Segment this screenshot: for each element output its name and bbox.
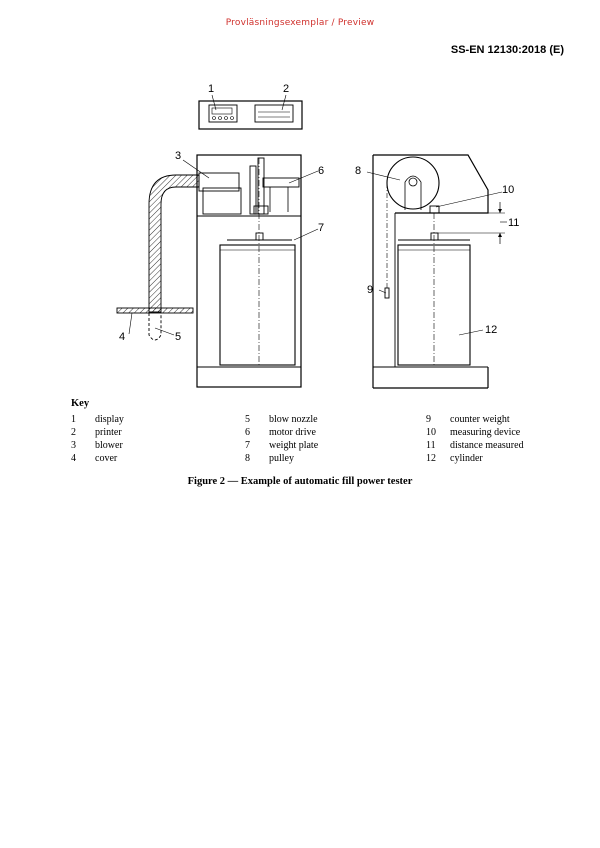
key-label: display [95, 414, 124, 425]
callout-2: 2 [283, 83, 289, 95]
figure-caption: Figure 2 — Example of automatic fill pow… [187, 476, 413, 487]
document-id: SS-EN 12130:2018 (E) [450, 44, 564, 56]
key-number: 4 [71, 453, 76, 464]
callout-5: 5 [175, 331, 181, 343]
key-number: 11 [426, 440, 436, 451]
callout-11: 11 [508, 217, 519, 229]
key-label: counter weight [450, 414, 510, 425]
key-number: 2 [71, 427, 76, 438]
key-entry: 9 counter weight [426, 413, 524, 426]
key-title: Key [71, 398, 90, 409]
key-label: blow nozzle [269, 414, 318, 425]
key-label: measuring device [450, 427, 521, 438]
callout-6: 6 [318, 165, 324, 177]
key-label: cylinder [450, 453, 483, 464]
key-entry: 10 measuring device [426, 426, 524, 439]
key-entry: 7 weight plate [245, 439, 318, 452]
key-number: 10 [426, 427, 436, 438]
blow-nozzle [148, 313, 162, 341]
callout-12: 12 [485, 324, 497, 336]
fill-power-tester-diagram: 1 2 3 4 5 6 7 8 9 10 11 12 [116, 83, 519, 389]
cover [116, 307, 194, 314]
callout-9: 9 [367, 284, 373, 296]
key-label: printer [95, 427, 122, 438]
key-label: motor drive [269, 427, 316, 438]
left-tester-frame [196, 154, 302, 388]
key-label: cover [95, 453, 118, 464]
callout-4: 4 [119, 331, 125, 343]
key-number: 7 [245, 440, 250, 451]
key-number: 3 [71, 440, 76, 451]
key-entry: 4 cover [71, 452, 124, 465]
key-entry: 3 blower [71, 439, 124, 452]
key-entry: 8 pulley [245, 452, 318, 465]
key-label: blower [95, 440, 123, 451]
display-panel [208, 104, 238, 123]
callout-3: 3 [175, 150, 181, 162]
control-box [198, 94, 303, 130]
callout-8: 8 [355, 165, 361, 177]
key-number: 1 [71, 414, 76, 425]
preview-watermark: Provläsningsexemplar / Preview [225, 18, 375, 28]
callout-1: 1 [208, 83, 214, 95]
key-number: 12 [426, 453, 436, 464]
key-number: 5 [245, 414, 250, 425]
key-number: 8 [245, 453, 250, 464]
right-tester-frame [372, 154, 505, 389]
key-label: weight plate [269, 440, 319, 451]
key-entry: 5 blow nozzle [245, 413, 318, 426]
key-entry: 1 display [71, 413, 124, 426]
key-entry: 6 motor drive [245, 426, 318, 439]
key-entry: 11 distance measured [426, 439, 524, 452]
key-entry: 12 cylinder [426, 452, 524, 465]
key-label: distance measured [450, 440, 524, 451]
key-number: 6 [245, 427, 250, 438]
callout-10: 10 [502, 184, 514, 196]
key-label: pulley [269, 453, 294, 464]
key-entry: 2 printer [71, 426, 124, 439]
leader-lines [128, 159, 507, 336]
blower-tube [148, 174, 200, 313]
printer-panel [254, 104, 294, 123]
callout-7: 7 [318, 222, 324, 234]
key-column-1: 1 display 2 printer 3 blower 4 cover [71, 413, 124, 465]
key-column-3: 9 counter weight 10 measuring device 11 dis… [426, 413, 524, 465]
key-number: 9 [426, 414, 431, 425]
